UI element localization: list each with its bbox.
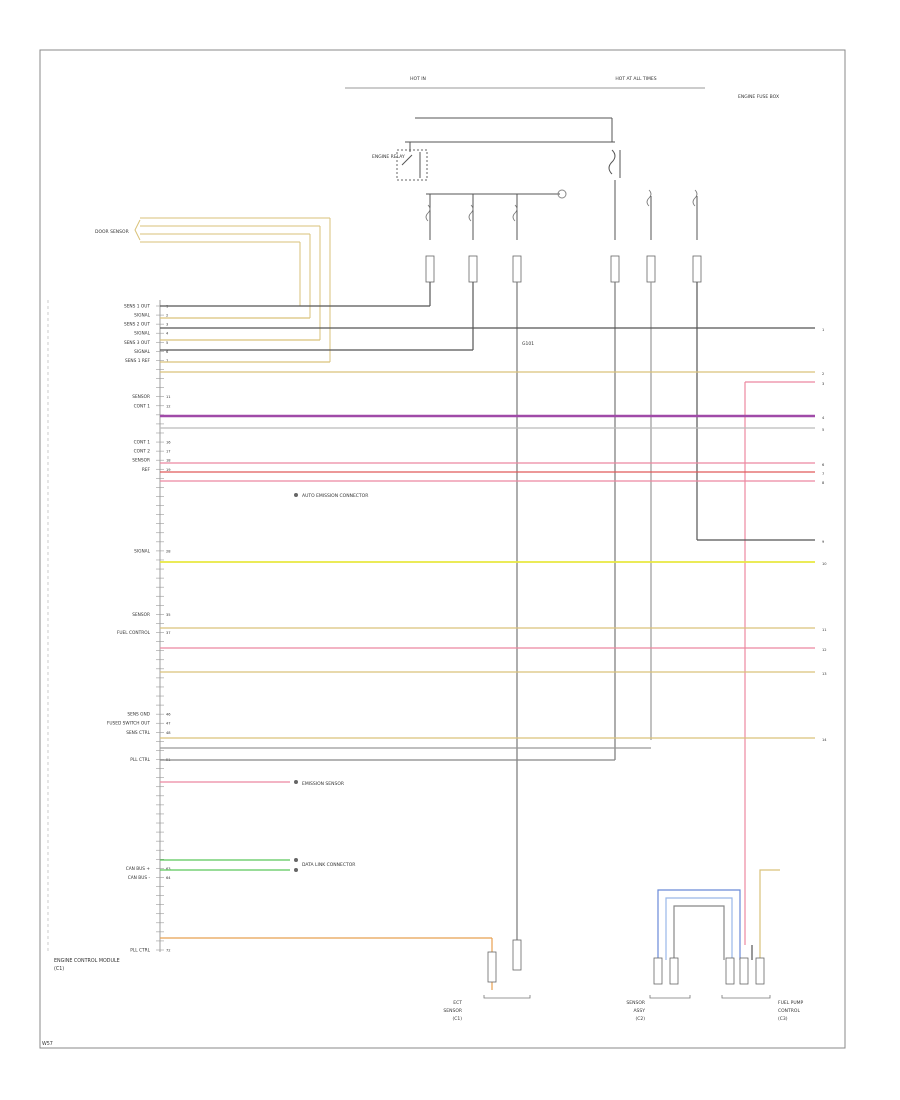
center-wire-note: G101 — [522, 341, 534, 347]
pin-number: 35 — [166, 613, 171, 617]
right-pin-number: 5 — [822, 428, 824, 432]
pin-label: CAN BUS + — [126, 866, 151, 872]
pin-label: REF — [142, 467, 151, 473]
svg-text:ASSY: ASSY — [633, 1008, 645, 1014]
right-pin-number: 1 — [822, 328, 824, 332]
note-auto-emission: AUTO EMISSION CONNECTOR — [302, 493, 368, 499]
harness-wires — [160, 305, 815, 990]
pin-label: SENS 1 OUT — [124, 304, 150, 310]
bottom-right-bundle — [657, 869, 780, 960]
pin-number: 64 — [166, 876, 171, 880]
pin-number: 4 — [166, 332, 169, 336]
svg-text:(C2): (C2) — [635, 1016, 645, 1022]
pin-label: SIGNAL — [134, 313, 150, 319]
right-pin-number: 3 — [822, 382, 824, 386]
right-pin-number: 13 — [822, 672, 827, 676]
pin-number: 63 — [166, 867, 171, 871]
inline-note-markers — [294, 493, 298, 872]
pin-label: PLL CTRL — [130, 757, 150, 763]
right-pin-number: 9 — [822, 540, 825, 544]
bottom-connector-brackets — [483, 995, 771, 999]
right-pin-number: 10 — [822, 562, 827, 566]
pin-label: SENS GND — [127, 712, 150, 718]
pin-label: SIGNAL — [134, 331, 150, 337]
left-sensor-bundle — [134, 217, 331, 362]
right-pin-number: 6 — [822, 463, 825, 467]
pin-number: 5 — [166, 341, 168, 345]
pin-label: SENS 1 REF — [125, 358, 151, 364]
vertical-wires — [429, 282, 698, 945]
pin-label: SENSOR — [132, 394, 150, 400]
pin-number: 48 — [166, 731, 171, 735]
note-data-link: DATA LINK CONNECTOR — [302, 862, 355, 868]
right-pin-number: 8 — [822, 481, 825, 485]
svg-text:(C3): (C3) — [778, 1016, 788, 1022]
right-pin-number: 11 — [822, 628, 827, 632]
pin-number: 2 — [166, 314, 168, 318]
svg-text:ECT: ECT — [453, 1000, 462, 1006]
bottom-label-fuel-pump: FUEL PUMP CONTROL (C3) — [778, 1000, 804, 1022]
top-right-label: ENGINE FUSE BOX — [738, 94, 779, 100]
pin-label: FUEL CONTROL — [117, 630, 151, 636]
pin-number: 7 — [166, 359, 168, 363]
pin-number: 19 — [166, 468, 171, 472]
pin-label: CAN BUS - — [128, 875, 151, 881]
pin-number: 47 — [166, 722, 171, 726]
right-pin-number: 7 — [822, 472, 824, 476]
pin-label: CONT 1 — [134, 440, 151, 446]
pin-number: 12 — [166, 404, 171, 408]
pin-label: SENSOR — [132, 612, 150, 618]
svg-text:FUEL PUMP: FUEL PUMP — [778, 1000, 804, 1006]
pin-label: SENS 2 OUT — [124, 322, 150, 328]
bottom-connectors — [487, 939, 765, 985]
bottom-label-ect: ECT SENSOR (C1) — [443, 1000, 462, 1022]
svg-text:SENSOR: SENSOR — [443, 1008, 462, 1014]
footer-code: W57 — [42, 1041, 53, 1047]
top-label-hot-at-all-times: HOT AT ALL TIMES — [615, 76, 656, 82]
pin-label: SIGNAL — [134, 548, 150, 554]
left-sensor-label: DOOR SENSOR — [95, 229, 129, 235]
pin-number: 18 — [166, 459, 171, 463]
module-label-line2: (C1) — [54, 966, 64, 972]
pin-label: SIGNAL — [134, 349, 150, 355]
pin-number: 28 — [166, 549, 171, 553]
pin-number: 6 — [166, 350, 169, 354]
fuse-symbols — [425, 189, 698, 222]
pin-number: 3 — [166, 323, 168, 327]
top-label-hot-in: HOT IN — [410, 76, 426, 82]
pin-label: FUSED SWITCH OUT — [107, 721, 150, 727]
inline-connectors — [425, 255, 702, 283]
svg-text:CONTROL: CONTROL — [778, 1008, 800, 1014]
note-emission-sensor: EMISSION SENSOR — [302, 781, 344, 787]
power-distribution — [396, 117, 698, 240]
pin-number: 16 — [166, 441, 171, 445]
pin-label: SENSOR — [132, 458, 150, 464]
pin-label: CONT 2 — [134, 449, 151, 455]
module-label-line1: ENGINE CONTROL MODULE — [54, 958, 120, 964]
pin-number: 37 — [166, 631, 171, 635]
right-pin-number: 2 — [822, 372, 824, 376]
pin-number: 17 — [166, 450, 171, 454]
diagram-frame — [39, 49, 846, 1049]
right-pin-number: 14 — [822, 738, 827, 742]
pin-label: SENS CTRL — [126, 730, 150, 736]
pin-label: CONT 1 — [134, 403, 151, 409]
svg-text:(C1): (C1) — [452, 1016, 462, 1022]
pin-number: 46 — [166, 713, 171, 717]
right-pin-number: 12 — [822, 648, 827, 652]
bottom-label-sensor-assy: SENSOR ASSY (C2) — [626, 1000, 645, 1022]
svg-text:SENSOR: SENSOR — [626, 1000, 645, 1006]
pin-number: 11 — [166, 395, 171, 399]
relay-label: ENGINE RELAY — [372, 154, 405, 160]
pin-label: PLL CTRL — [130, 948, 150, 954]
right-pin-number: 4 — [822, 416, 825, 420]
pin-number: 72 — [166, 949, 171, 953]
pin-label: SENS 3 OUT — [124, 340, 150, 346]
